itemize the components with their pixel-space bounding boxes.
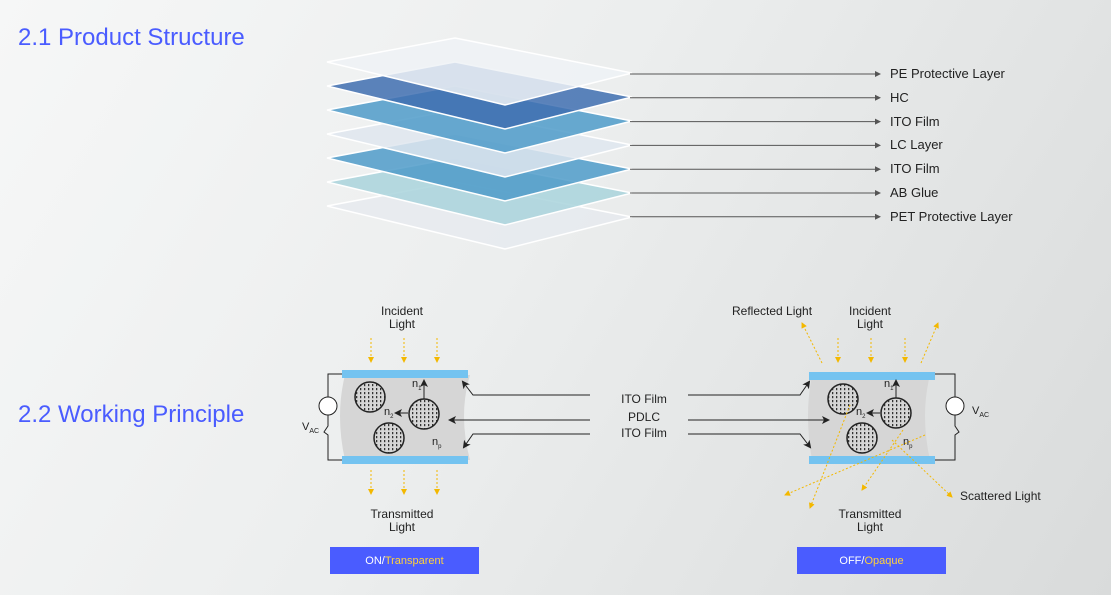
arrowhead-icon	[875, 142, 881, 149]
off-cell	[688, 322, 965, 509]
middle-labels: ITO Film PDLC ITO Film	[604, 389, 684, 441]
np-label-off: np	[903, 436, 913, 451]
ito-film-label-top: ITO Film	[621, 392, 667, 406]
layer-0	[326, 37, 633, 106]
layer-label: ITO Film	[890, 161, 940, 177]
ito-film-label-bottom: ITO Film	[621, 426, 667, 440]
on-transparent-state-badge: ON/ Transparent	[330, 547, 479, 574]
n1-label-off: n1	[884, 378, 894, 393]
layer-label: ITO Film	[890, 113, 940, 129]
arrowhead-icon	[875, 71, 881, 77]
np-label-on: np	[432, 436, 442, 451]
arrowhead-icon	[875, 94, 881, 101]
pdlc-label: PDLC	[627, 410, 660, 424]
scattered-light-label: Scattered Light	[960, 489, 1041, 503]
arrowhead-icon	[875, 190, 881, 196]
arrowhead-icon	[875, 213, 881, 220]
layer-label: LC Layer	[890, 137, 943, 153]
arrowhead-icon	[875, 118, 881, 125]
layer-label: AB Glue	[890, 185, 939, 200]
reflected-light-label: Reflected Light	[732, 304, 813, 318]
layer-label: PET Protective Layer	[890, 208, 1013, 224]
n2-label-off: n2	[856, 406, 866, 421]
n1-label-on: n1	[412, 378, 422, 393]
vac-label-on: VAC	[302, 421, 320, 436]
arrowhead-icon	[875, 166, 881, 173]
on-cell	[318, 338, 590, 495]
section-title-structure: 2.1 Product Structure	[18, 24, 245, 51]
off-opaque-state-badge: OFF/ Opaque	[797, 547, 946, 574]
vac-label-off: VAC	[972, 405, 990, 420]
n2-label-on: n2	[384, 406, 394, 421]
layer-label: HC	[890, 89, 909, 105]
layer-label: PE Protective Layer	[890, 66, 1005, 81]
section-title-principle: 2.2 Working Principle	[18, 401, 245, 428]
